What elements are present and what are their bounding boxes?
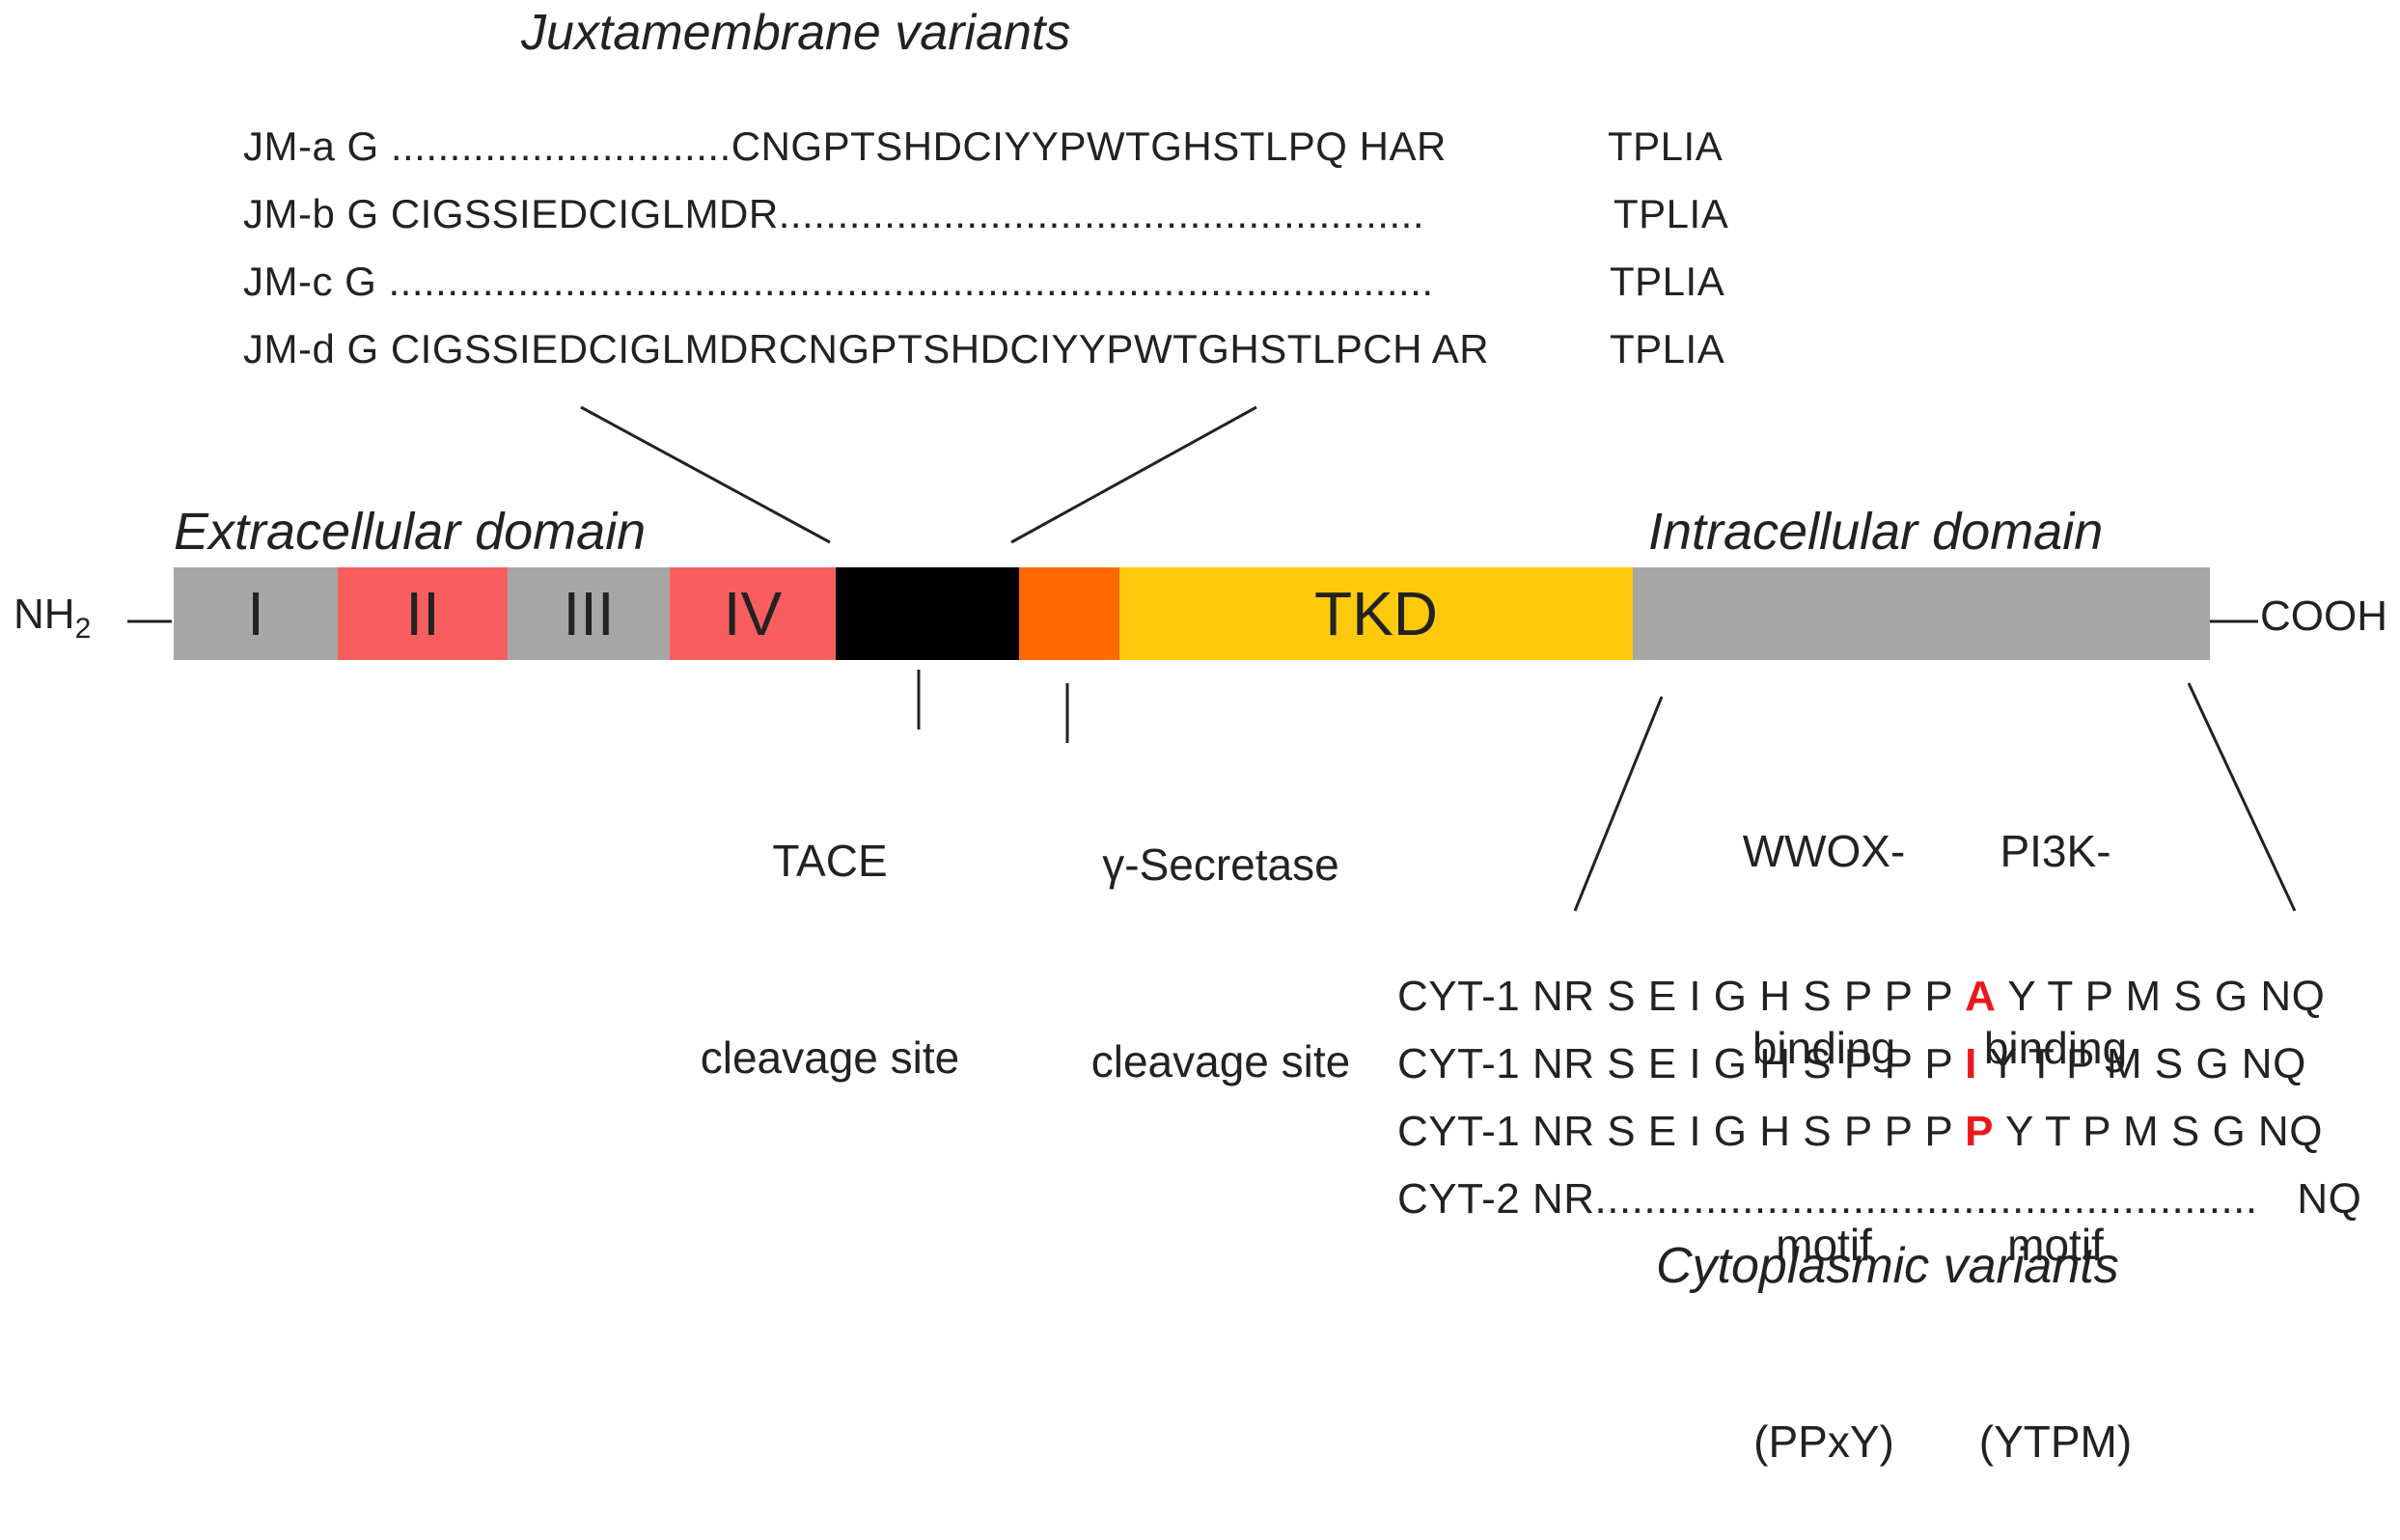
domain-I-label: I xyxy=(247,579,264,648)
tkd-domain: TKD xyxy=(1119,567,1633,660)
tkd-label: TKD xyxy=(1314,579,1438,648)
tace-caption: TACE cleavage site xyxy=(676,697,984,1156)
cyt-row-2-post: Y T P M S G NQ xyxy=(1988,1040,2306,1087)
cyt-row-1-mutation: A xyxy=(1965,973,1997,1020)
jm-row-b-tail: TPLIA xyxy=(1614,191,1729,236)
gamma-line2: cleavage site xyxy=(1090,1036,1351,1086)
extracellular-label: Extracellular domain xyxy=(174,503,647,561)
tace-line2: cleavage site xyxy=(700,1032,960,1083)
cyt-row-2-mutation: I xyxy=(1965,1040,1977,1087)
cyt-row-4-name: CYT-2 xyxy=(1397,1175,1521,1223)
cyt-left-connector xyxy=(1573,696,1664,912)
jm-right-connector xyxy=(1010,405,1257,544)
pi3k-line1: PI3K- xyxy=(2000,826,2111,876)
jm-row-a-tail: TPLIA xyxy=(1608,124,1724,169)
jm-row-d-tail: TPLIA xyxy=(1610,326,1725,371)
juxtamembrane-domain xyxy=(836,567,1019,660)
tace-line1: TACE xyxy=(772,836,888,886)
intracellular-label: Intracellular domain xyxy=(1648,503,2104,561)
pi3k-line4: (YTPM) xyxy=(1978,1416,2133,1467)
cyt-right-connector xyxy=(2187,682,2297,912)
domain-III: III xyxy=(508,567,670,660)
jm-row-a: JM-a G .............................CNGP… xyxy=(243,124,1447,169)
cyt-row-4-pre: NR......................................… xyxy=(1531,1175,2258,1223)
nh2-text: NH xyxy=(14,591,75,638)
cyt-row-4-post: NQ xyxy=(2297,1175,2362,1223)
domain-IV: IV xyxy=(670,567,836,660)
jm-left-connector xyxy=(580,405,831,544)
jm-row-c: JM-c G .................................… xyxy=(243,259,1434,304)
domain-II-label: II xyxy=(405,579,440,648)
cyt-row-2-pre: NR S E I G H S P P P xyxy=(1531,1040,1953,1087)
domain-III-label: III xyxy=(563,579,615,648)
cyt-row-3-name: CYT-1 xyxy=(1397,1108,1521,1155)
cyt-row-2: CYT-1 NR S E I G H S P P P I Y T P M S G… xyxy=(1397,1040,2306,1088)
nh2-subscript: 2 xyxy=(74,612,92,645)
c-terminal-tail xyxy=(1633,567,2210,660)
nh2-label: NH2 xyxy=(14,591,91,646)
gamma-line1: γ-Secretase xyxy=(1102,839,1339,890)
cyt-row-3-mutation: P xyxy=(1965,1108,1995,1155)
transmembrane-domain xyxy=(1019,567,1119,660)
jm-row-d: JM-d G CIGSSIEDCIGLMDRCNGPTSHDCIYYPWTGHS… xyxy=(243,326,1490,371)
cyt-row-3-post: Y T P M S G NQ xyxy=(2004,1108,2323,1155)
wwox-line2: binding xyxy=(1752,1023,1896,1073)
cyt-row-1: CYT-1 NR S E I G H S P P P A Y T P M S G… xyxy=(1397,973,2325,1021)
cyt-row-1-pre: NR S E I G H S P P P xyxy=(1531,973,1953,1020)
cyt-title: Cytoplasmic variants xyxy=(1656,1238,2119,1294)
pi3k-line2: binding xyxy=(1983,1023,2128,1073)
cooh-label: COOH xyxy=(2260,592,2387,640)
domain-II: II xyxy=(338,567,508,660)
connector-lines xyxy=(127,405,2297,912)
cyt-row-3-pre: NR S E I G H S P P P xyxy=(1531,1108,1953,1155)
pi3k-line3: motif xyxy=(2007,1220,2104,1270)
cyt-row-2-name: CYT-1 xyxy=(1397,1040,1521,1087)
gamma-caption: γ-Secretase cleavage site xyxy=(1062,701,1380,1160)
jm-row-c-tail: TPLIA xyxy=(1610,259,1725,304)
jm-title: Juxtamembrane variants xyxy=(521,5,1071,61)
cyt-row-4: CYT-2 NR................................… xyxy=(1397,1175,2361,1224)
wwox-line4: (PPxY) xyxy=(1753,1416,1894,1467)
domain-IV-label: IV xyxy=(723,579,783,648)
domain-I: I xyxy=(174,567,338,660)
cyt-row-1-post: Y T P M S G NQ xyxy=(2007,973,2326,1020)
jm-row-b: JM-b G CIGSSIEDCIGLMDR..................… xyxy=(243,191,1425,236)
cyt-row-1-name: CYT-1 xyxy=(1397,973,1521,1020)
wwox-line1: WWOX- xyxy=(1742,826,1906,876)
cyt-row-3: CYT-1 NR S E I G H S P P P P Y T P M S G… xyxy=(1397,1108,2323,1156)
wwox-line3: motif xyxy=(1776,1220,1872,1270)
